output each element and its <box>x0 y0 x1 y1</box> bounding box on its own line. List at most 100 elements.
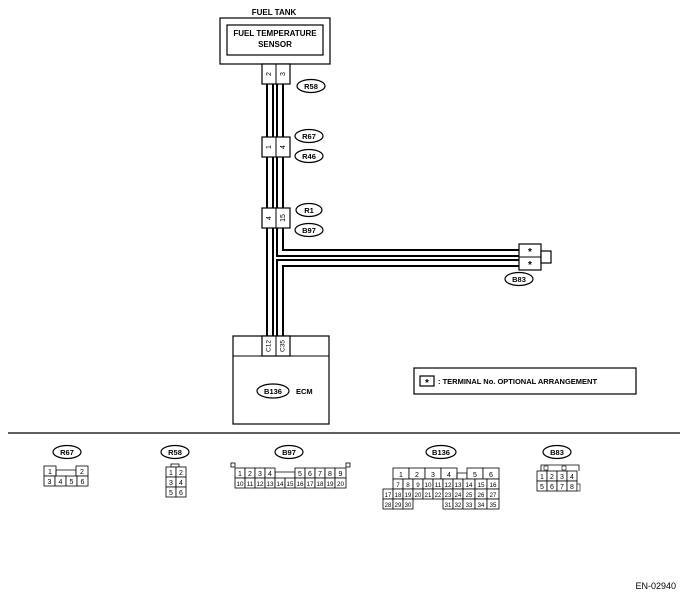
svg-text:11: 11 <box>435 482 442 489</box>
sensor-label-line2: SENSOR <box>258 40 292 49</box>
connector-r67-badge: R67 <box>294 128 324 144</box>
svg-text:1: 1 <box>48 469 52 476</box>
svg-text:R67: R67 <box>302 132 316 141</box>
svg-text:16: 16 <box>489 482 497 489</box>
svg-text:17: 17 <box>385 493 392 499</box>
svg-text:22: 22 <box>435 493 442 499</box>
svg-text:9: 9 <box>339 471 343 478</box>
ecm-pin-c35: C35 <box>280 340 287 352</box>
svg-text:15: 15 <box>286 481 294 488</box>
svg-text:34: 34 <box>478 503 485 509</box>
svg-text:31: 31 <box>445 503 452 509</box>
ecm-b136-badge: B136 <box>256 383 290 399</box>
svg-text:23: 23 <box>445 493 452 499</box>
svg-text:8: 8 <box>328 471 332 478</box>
svg-text:B97: B97 <box>302 226 316 235</box>
svg-text:19: 19 <box>405 493 412 499</box>
svg-text:6: 6 <box>489 472 493 479</box>
svg-text:7: 7 <box>318 471 322 478</box>
svg-text:3: 3 <box>48 479 52 486</box>
svg-text:5: 5 <box>70 479 74 486</box>
svg-text:4: 4 <box>268 471 272 478</box>
wire-harness <box>266 64 519 336</box>
ecm-label: ECM <box>296 387 313 396</box>
svg-text:7: 7 <box>560 484 564 491</box>
svg-text:1: 1 <box>169 470 173 477</box>
view-b83: B83 1 2 3 4 5 6 7 8 <box>536 444 581 492</box>
svg-text:12: 12 <box>444 482 452 489</box>
svg-text:2: 2 <box>415 472 419 479</box>
legend-box: * : TERMINAL No. OPTIONAL ARRANGEMENT <box>413 367 637 395</box>
view-r67: R67 1 2 3 4 5 6 <box>43 444 89 487</box>
connector-r46-badge: R46 <box>294 148 324 164</box>
svg-text:13: 13 <box>454 482 462 489</box>
svg-text:17: 17 <box>306 481 314 488</box>
connector-b97-badge: B97 <box>294 222 324 238</box>
svg-text:3: 3 <box>169 480 173 487</box>
svg-text:6: 6 <box>550 484 554 491</box>
svg-text:7: 7 <box>396 482 400 489</box>
connector-b83: * * <box>518 243 552 271</box>
view-r58: R58 1 2 3 4 5 6 <box>160 444 190 498</box>
svg-text:26: 26 <box>478 493 485 499</box>
svg-text:4: 4 <box>570 474 574 481</box>
svg-text:5: 5 <box>540 484 544 491</box>
sensor-pin-3: 3 <box>280 72 287 76</box>
svg-text:28: 28 <box>385 503 392 509</box>
svg-text:4: 4 <box>59 479 63 486</box>
svg-text:B136: B136 <box>432 448 450 457</box>
svg-text:9: 9 <box>416 482 420 489</box>
r1-pin-15: 15 <box>280 214 287 222</box>
svg-text:B136: B136 <box>264 387 282 396</box>
ecm-pin-c12: C12 <box>266 340 273 352</box>
svg-text:6: 6 <box>179 490 183 497</box>
svg-text:33: 33 <box>466 503 473 509</box>
svg-text:2: 2 <box>248 471 252 478</box>
svg-text:20: 20 <box>337 481 345 488</box>
connector-sensor-pins: 2 3 <box>261 63 291 85</box>
svg-text:16: 16 <box>296 481 304 488</box>
svg-text:27: 27 <box>490 493 497 499</box>
sensor-pin-2: 2 <box>266 72 273 76</box>
svg-text:21: 21 <box>425 493 432 499</box>
b83-pin-2: * <box>528 260 532 271</box>
svg-text:B83: B83 <box>550 448 564 457</box>
svg-text:6: 6 <box>308 471 312 478</box>
svg-text:B83: B83 <box>512 275 526 284</box>
svg-text:2: 2 <box>179 470 183 477</box>
svg-text:10: 10 <box>424 482 432 489</box>
svg-text:3: 3 <box>258 471 262 478</box>
svg-text:14: 14 <box>465 482 473 489</box>
r67-pin-1: 1 <box>266 145 273 149</box>
svg-text:8: 8 <box>570 484 574 491</box>
connector-r1-badge: R1 <box>295 202 323 218</box>
svg-text:35: 35 <box>490 503 497 509</box>
fuel-temperature-sensor-box <box>226 24 324 56</box>
svg-text:18: 18 <box>316 481 324 488</box>
svg-text:5: 5 <box>169 490 173 497</box>
ecm-box: C12 C35 <box>232 335 330 425</box>
r1-pin-4: 4 <box>266 216 273 220</box>
footer-code: EN-02940 <box>635 581 676 591</box>
svg-text:13: 13 <box>266 481 274 488</box>
svg-text:1: 1 <box>399 472 403 479</box>
svg-text:1: 1 <box>540 474 544 481</box>
connector-r58-badge: R58 <box>296 78 326 94</box>
svg-text:2: 2 <box>80 469 84 476</box>
b83-pin-1: * <box>528 247 532 258</box>
svg-text:24: 24 <box>455 493 462 499</box>
svg-text:3: 3 <box>431 472 435 479</box>
svg-text:10: 10 <box>236 481 244 488</box>
svg-text:R58: R58 <box>304 82 318 91</box>
connector-r67-r46: 1 4 <box>261 136 291 158</box>
sensor-label-line1: FUEL TEMPERATURE <box>233 29 317 38</box>
connector-b83-badge: B83 <box>504 271 534 287</box>
svg-text:1: 1 <box>238 471 242 478</box>
svg-text:5: 5 <box>473 472 477 479</box>
svg-text:30: 30 <box>405 503 412 509</box>
svg-text:8: 8 <box>406 482 410 489</box>
svg-text:5: 5 <box>298 471 302 478</box>
svg-text:R1: R1 <box>304 206 314 215</box>
view-b136: B136 1 2 3 4 5 6 7 8 9 10 11 12 13 14 15… <box>382 444 500 510</box>
svg-text:R67: R67 <box>60 448 74 457</box>
